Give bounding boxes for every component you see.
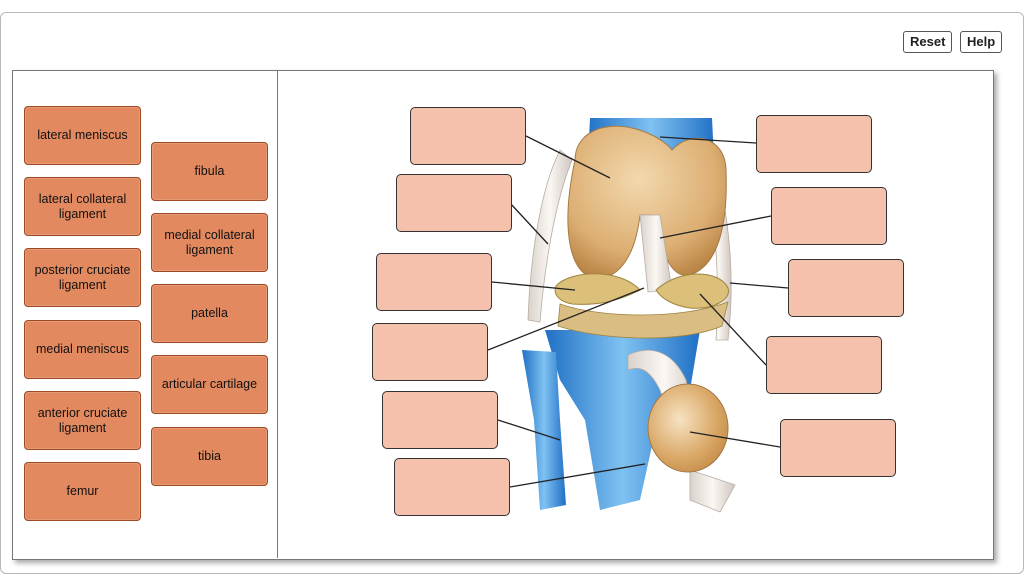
- lateral-collateral-ligament-shape: [527, 149, 573, 323]
- label-articular-cartilage[interactable]: articular cartilage: [151, 355, 268, 414]
- drop-target-10[interactable]: [766, 336, 882, 394]
- label-medial-meniscus[interactable]: medial meniscus: [24, 320, 141, 379]
- drop-target-9[interactable]: [788, 259, 904, 317]
- label-medial-collateral-ligament[interactable]: medial collateral ligament: [151, 213, 268, 272]
- fibula-bone: [522, 350, 566, 510]
- label-lateral-meniscus[interactable]: lateral meniscus: [24, 106, 141, 165]
- reset-button[interactable]: Reset: [903, 31, 953, 53]
- label-tibia[interactable]: tibia: [151, 427, 268, 486]
- drop-target-11[interactable]: [780, 419, 896, 477]
- drop-target-3[interactable]: [376, 253, 492, 311]
- lateral-meniscus-shape: [554, 273, 641, 305]
- leader-lines: [487, 135, 789, 488]
- drop-target-2[interactable]: [396, 174, 512, 232]
- drop-target-7[interactable]: [756, 115, 872, 173]
- tibial-plateau: [557, 301, 729, 339]
- drop-target-6[interactable]: [394, 458, 510, 516]
- label-patella[interactable]: patella: [151, 284, 268, 343]
- label-lateral-collateral-ligament[interactable]: lateral collateral ligament: [24, 177, 141, 236]
- medial-meniscus-shape: [655, 273, 729, 309]
- quadriceps-tendon: [689, 469, 736, 513]
- help-button[interactable]: Help: [960, 31, 1003, 53]
- label-posterior-cruciate-ligament[interactable]: posterior cruciate ligament: [24, 248, 141, 307]
- panel-divider: [277, 70, 278, 558]
- label-femur[interactable]: femur: [24, 462, 141, 521]
- label-fibula[interactable]: fibula: [151, 142, 268, 201]
- patella-bone: [647, 383, 729, 473]
- drop-target-4[interactable]: [372, 323, 488, 381]
- drop-target-5[interactable]: [382, 391, 498, 449]
- drop-target-1[interactable]: [410, 107, 526, 165]
- drop-target-8[interactable]: [771, 187, 887, 245]
- label-anterior-cruciate-ligament[interactable]: anterior cruciate ligament: [24, 391, 141, 450]
